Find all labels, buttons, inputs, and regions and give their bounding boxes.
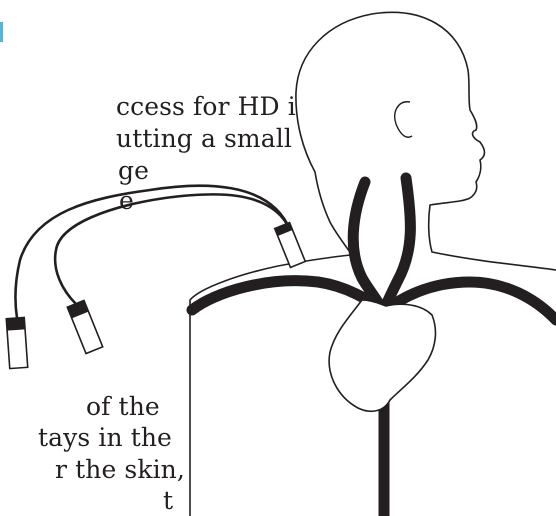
catheter-connector-left xyxy=(6,317,27,368)
catheter-connector-right xyxy=(67,300,102,353)
catheter-skin-exit xyxy=(275,223,306,268)
